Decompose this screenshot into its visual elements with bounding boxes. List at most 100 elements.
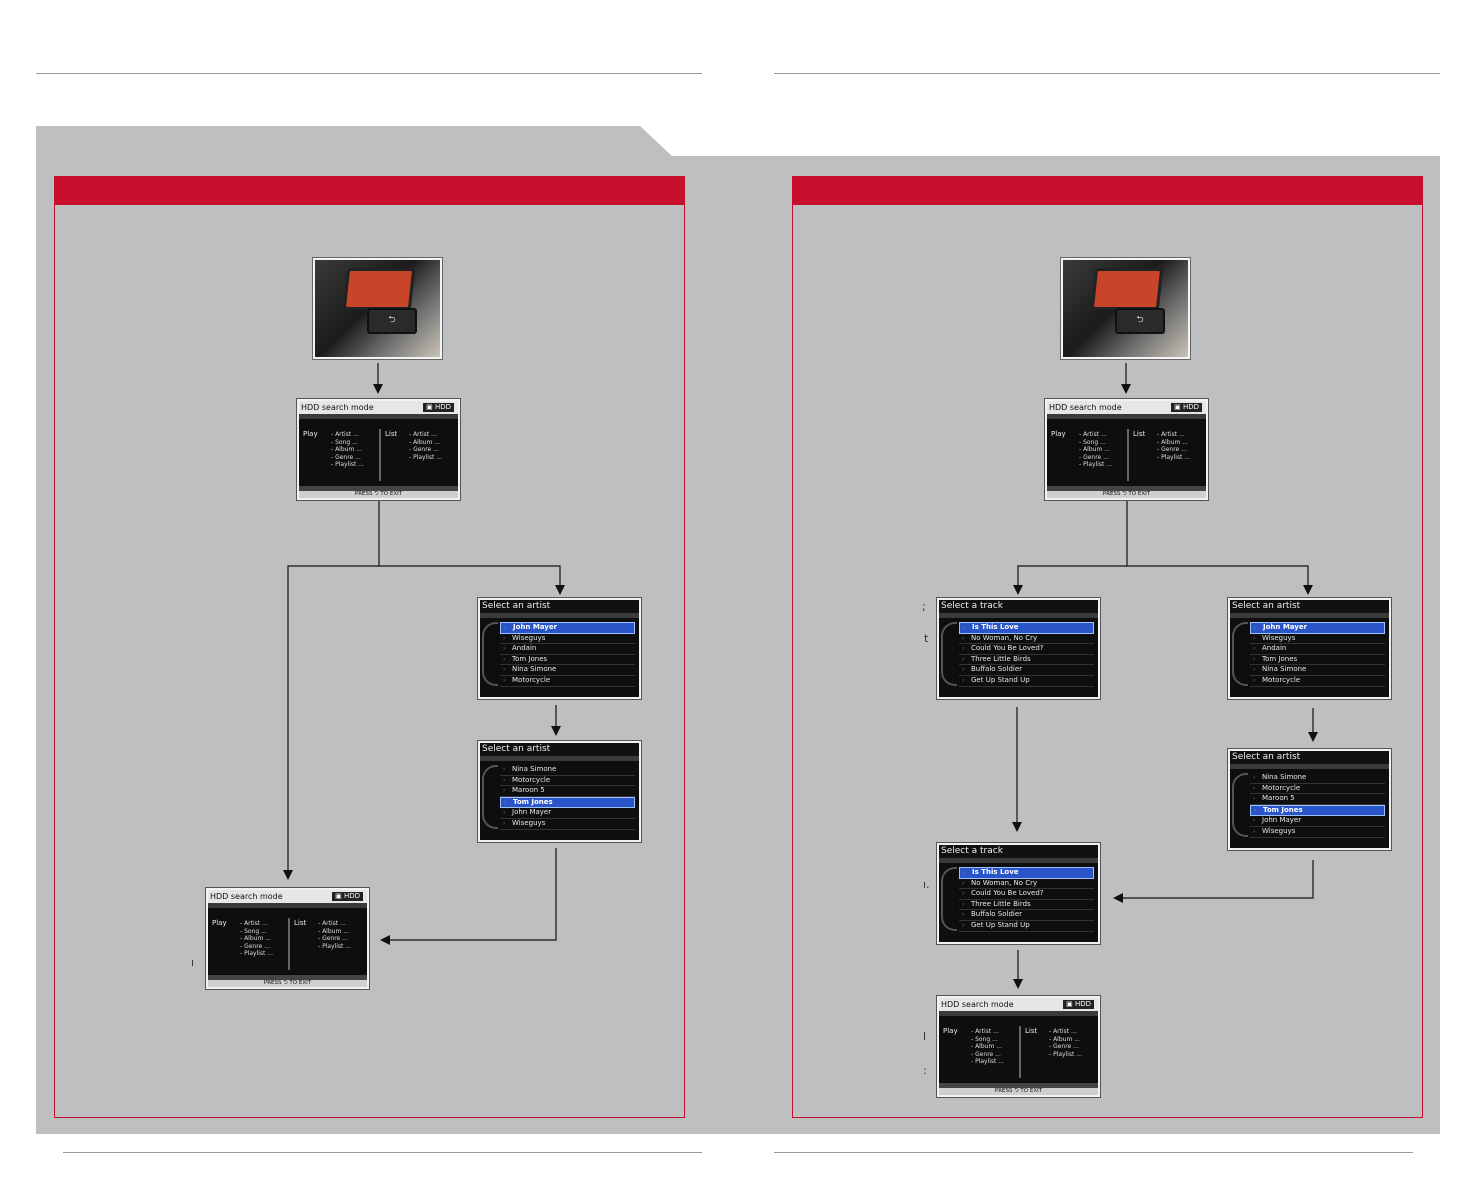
- list-item: Wiseguys: [500, 634, 635, 645]
- list-item: Buffalo Soldier: [959, 910, 1094, 921]
- list-item: Motorcycle: [1250, 784, 1385, 795]
- exit-hint: PRESS ⮌ TO EXIT: [939, 1088, 1098, 1095]
- item-list: Is This LoveNo Woman, No CryCould You Be…: [959, 622, 1094, 687]
- list-item: - Artist ...: [318, 920, 346, 927]
- item-list: Is This LoveNo Woman, No CryCould You Be…: [959, 867, 1094, 932]
- hdd-badge: ▣ HDD: [1063, 1000, 1094, 1009]
- list-item: Andain: [500, 644, 635, 655]
- item-list: Nina SimoneMotorcycleMaroon 5Tom JonesJo…: [500, 765, 635, 830]
- list-item: - Playlist ...: [409, 453, 443, 461]
- list-item: Could You Be Loved?: [959, 644, 1094, 655]
- list-items: - Artist ...- Album ...- Genre ...- Play…: [409, 431, 442, 461]
- scroll-wheel-arc: [1232, 622, 1248, 686]
- list-item: - Genre ...: [409, 446, 439, 453]
- list-item: John Mayer: [1250, 816, 1385, 827]
- cropped-text-glyph: ı.: [923, 878, 930, 891]
- play-item: - Artist ...: [1079, 431, 1107, 438]
- cropped-text-glyph: :: [923, 1064, 927, 1077]
- cropped-text-glyph: t: [924, 632, 929, 645]
- screen-title: Select a track: [939, 600, 1098, 613]
- play-label: Play: [1051, 430, 1066, 438]
- list-items: - Artist ...- Album ...- Genre ...- Play…: [318, 920, 351, 950]
- play-item: - Song ...: [240, 927, 267, 935]
- back-arrow-icon: ⮌: [1115, 308, 1165, 334]
- column-divider: [1127, 429, 1129, 481]
- list-item: - Genre ...: [1157, 446, 1187, 453]
- back-arrow-icon: ⮌: [367, 308, 417, 334]
- footer-band: [939, 1083, 1098, 1088]
- list-item: Nina Simone: [500, 665, 635, 676]
- list-item: - Album ...: [1157, 438, 1188, 446]
- item-list: Nina SimoneMotorcycleMaroon 5Tom JonesJo…: [1250, 773, 1385, 838]
- play-item: - Genre ...: [331, 453, 361, 461]
- list-item: - Album ...: [1049, 1035, 1080, 1043]
- hdd-badge: ▣ HDD: [1171, 403, 1202, 412]
- list-item: - Artist ...: [1049, 1028, 1077, 1035]
- play-item: - Artist ...: [971, 1028, 999, 1035]
- list-item: Motorcycle: [500, 676, 635, 687]
- list-item: Tom Jones: [1250, 655, 1385, 666]
- screen-title: Select an artist: [480, 600, 639, 613]
- screen-title: Select an artist: [1230, 751, 1389, 764]
- play-item: - Artist ...: [331, 431, 359, 438]
- screen-subheader: [1047, 414, 1206, 419]
- list-item: Tom Jones: [1250, 804, 1385, 817]
- scroll-wheel-arc: [941, 622, 957, 686]
- list-item: Get Up Stand Up: [959, 921, 1094, 932]
- list-item: Three Little Birds: [959, 655, 1094, 666]
- play-item: - Album ...: [971, 1043, 1002, 1050]
- list-item: Tom Jones: [500, 655, 635, 666]
- bottom-rule-right: [774, 1152, 1413, 1153]
- list-item: Wiseguys: [1250, 827, 1385, 838]
- list-item: Wiseguys: [500, 819, 635, 830]
- column-divider: [1019, 1026, 1021, 1078]
- screen-subheader: [208, 903, 367, 908]
- play-item: - Playlist ...: [331, 461, 365, 468]
- screen-title: Select a track: [939, 845, 1098, 858]
- play-items: - Artist ...- Song ...- Album ...- Genre…: [240, 920, 273, 958]
- red-button: [342, 268, 416, 310]
- list-item: Three Little Birds: [959, 900, 1094, 911]
- play-item: - Album ...: [331, 446, 362, 453]
- column-divider: [379, 429, 381, 481]
- cropped-text-glyph: ;: [922, 600, 926, 613]
- list-item: Could You Be Loved?: [959, 889, 1094, 900]
- screen-subheader: [480, 613, 639, 618]
- list-item: Maroon 5: [500, 786, 635, 797]
- play-label: Play: [303, 430, 318, 438]
- list-item: Is This Love: [959, 622, 1094, 634]
- list-item: Maroon 5: [1250, 794, 1385, 805]
- red-button: [1090, 268, 1164, 310]
- screen-title: HDD search mode▣ HDD: [939, 998, 1098, 1011]
- select-track-screen: Select a track Is This LoveNo Woman, No C…: [937, 598, 1100, 699]
- left-panel-header: [55, 177, 684, 205]
- list-items: - Artist ...- Album ...- Genre ...- Play…: [1049, 1028, 1082, 1058]
- play-items: - Artist ...- Song ...- Album ...- Genre…: [331, 431, 364, 469]
- list-item: John Mayer: [500, 808, 635, 819]
- hdd-badge: ▣ HDD: [332, 892, 363, 901]
- list-item: Get Up Stand Up: [959, 676, 1094, 687]
- play-item: - Song ...: [971, 1035, 998, 1043]
- list-item: Nina Simone: [1250, 773, 1385, 784]
- list-item: - Artist ...: [409, 431, 437, 438]
- right-panel: [792, 176, 1423, 1118]
- top-rule-left: [36, 73, 702, 74]
- list-items: - Artist ...- Album ...- Genre ...- Play…: [1157, 431, 1190, 461]
- play-label: Play: [212, 919, 227, 927]
- screen-subheader: [480, 756, 639, 761]
- screen-title: Select an artist: [480, 743, 639, 756]
- play-items: - Artist ...- Song ...- Album ...- Genre…: [1079, 431, 1112, 469]
- exit-hint: PRESS ⮌ TO EXIT: [299, 491, 458, 498]
- play-item: - Song ...: [1079, 438, 1106, 446]
- play-label: Play: [943, 1027, 958, 1035]
- list-item: Is This Love: [959, 867, 1094, 879]
- screen-title: HDD search mode▣ HDD: [208, 890, 367, 903]
- list-item: Tom Jones: [500, 796, 635, 809]
- list-item: Nina Simone: [500, 765, 635, 776]
- play-item: - Playlist ...: [1079, 461, 1113, 468]
- scroll-wheel-arc: [482, 765, 498, 829]
- list-label: List: [1025, 1027, 1038, 1035]
